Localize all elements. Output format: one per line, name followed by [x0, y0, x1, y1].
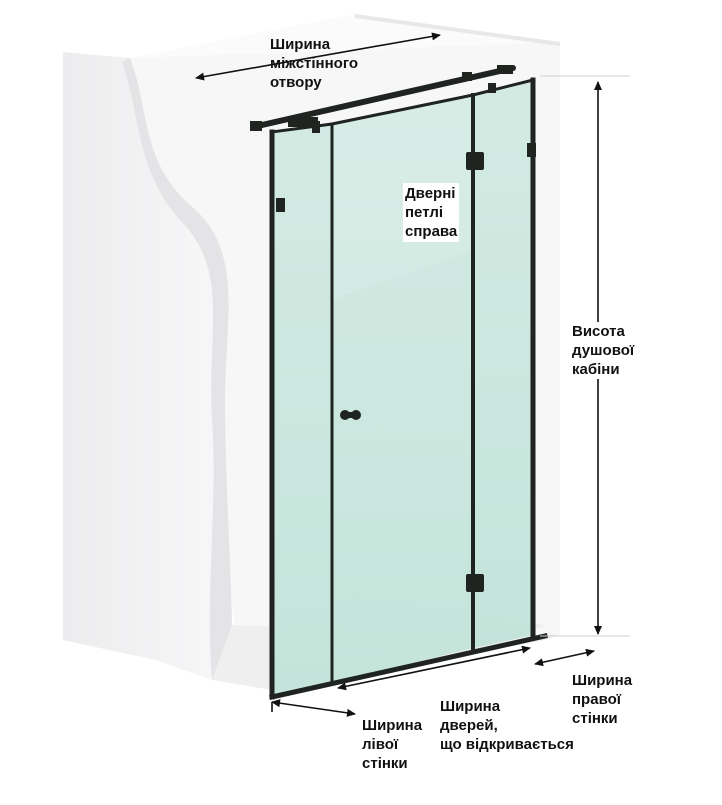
wall-mount-bracket-icon [276, 198, 285, 212]
wall-mount-bracket-icon [497, 65, 513, 74]
door-width-arrow [337, 645, 531, 691]
door-width-label: Ширина дверей, що відкривається [440, 698, 574, 753]
opening-width-arrow [195, 32, 441, 81]
right-wall-width-label: Ширина правої стінки [572, 672, 633, 727]
opening-width-label: Ширина міжстінного отвору [270, 36, 359, 91]
door-hinge-icon [466, 574, 484, 592]
cabin-height-label: Висота душової кабіни [572, 322, 635, 379]
wall-mount-bracket-icon [527, 143, 536, 157]
fittings [276, 143, 536, 592]
wall-mount-bracket-icon [462, 72, 472, 81]
left-wall [63, 52, 232, 680]
left-fixed-panel [272, 124, 332, 697]
left-wall-width-arrow [271, 699, 356, 717]
right-wall-width-arrow [534, 648, 595, 667]
door-hinges-label: Дверні петлі справа [403, 183, 460, 242]
left-wall-width-label: Ширина лівої стінки [362, 717, 423, 772]
glass-panels [272, 80, 533, 697]
stabilizer-bar [250, 65, 516, 133]
right-fixed-panel [473, 80, 533, 648]
door-panel [332, 95, 473, 683]
wall-mount-bracket-icon [250, 121, 262, 131]
door-hinge-icon [466, 152, 484, 170]
